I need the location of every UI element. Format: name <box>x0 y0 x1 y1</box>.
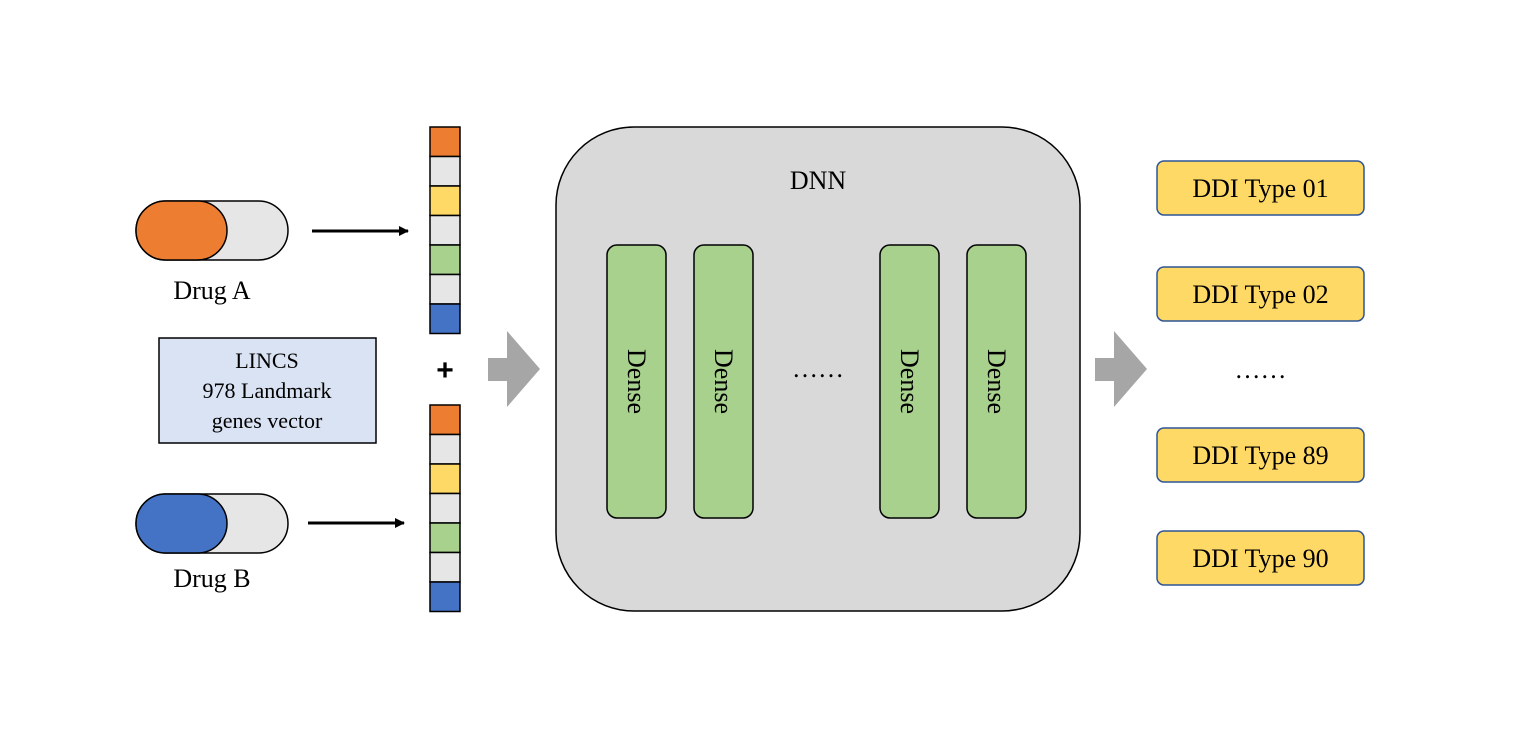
drug-b-pill <box>135 493 289 554</box>
ddi-type-box-1 <box>1156 160 1365 216</box>
dense-layer-3 <box>879 244 940 519</box>
ddi-type-box-2 <box>1156 266 1365 322</box>
ddi-type-label-2: DDI Type 02 <box>1192 280 1328 309</box>
output-flow-arrow <box>1095 331 1147 407</box>
ddi-type-label-1: DDI Type 01 <box>1192 174 1328 203</box>
drug-a-vector-cell <box>429 185 461 217</box>
dnn-ellipsis: …… <box>792 354 844 383</box>
drug-b-vector-cell <box>429 551 461 583</box>
dense-layer-1-label: Dense <box>622 349 651 414</box>
ddi-type-box-3 <box>1156 427 1365 483</box>
drug-a-vector-cell <box>429 155 461 187</box>
dnn-title: DNN <box>790 166 847 195</box>
drug-a-label: Drug A <box>173 276 251 305</box>
input-flow-arrow <box>488 331 540 407</box>
lincs-line-2: 978 Landmark <box>203 378 332 403</box>
dnn-panel <box>555 126 1081 612</box>
drug-b-vector-cell <box>429 581 461 613</box>
dense-layer-4 <box>966 244 1027 519</box>
ddi-type-box-4 <box>1156 530 1365 586</box>
drug-b-vector-cell <box>429 433 461 465</box>
dense-layer-2 <box>693 244 754 519</box>
lincs-line-1: LINCS <box>235 348 299 373</box>
drug-b-feature-vector <box>429 404 461 613</box>
drug-b-vector-cell <box>429 522 461 554</box>
dense-layer-2-label: Dense <box>709 349 738 414</box>
drug-a-feature-vector <box>429 126 461 335</box>
drug-b-vector-cell <box>429 463 461 495</box>
lincs-box <box>158 337 377 444</box>
drug-a-vector-cell <box>429 273 461 305</box>
ddi-type-label-3: DDI Type 89 <box>1192 441 1328 470</box>
output-ellipsis: …… <box>1235 355 1287 384</box>
drug-a-pill <box>135 200 289 261</box>
drug-a-vector-cell <box>429 214 461 246</box>
dense-layer-4-label: Dense <box>982 349 1011 414</box>
lincs-line-3: genes vector <box>212 408 323 433</box>
dense-layer-3-label: Dense <box>895 349 924 414</box>
drug-b-vector-cell <box>429 492 461 524</box>
dense-layer-1 <box>606 244 667 519</box>
drug-a-vector-cell <box>429 303 461 335</box>
drug-b-vector-cell <box>429 404 461 436</box>
plus-symbol: + <box>436 354 454 387</box>
drug-a-vector-cell <box>429 126 461 158</box>
drug-a-vector-cell <box>429 244 461 276</box>
ddi-type-label-4: DDI Type 90 <box>1192 544 1328 573</box>
drug-b-label: Drug B <box>173 564 250 593</box>
